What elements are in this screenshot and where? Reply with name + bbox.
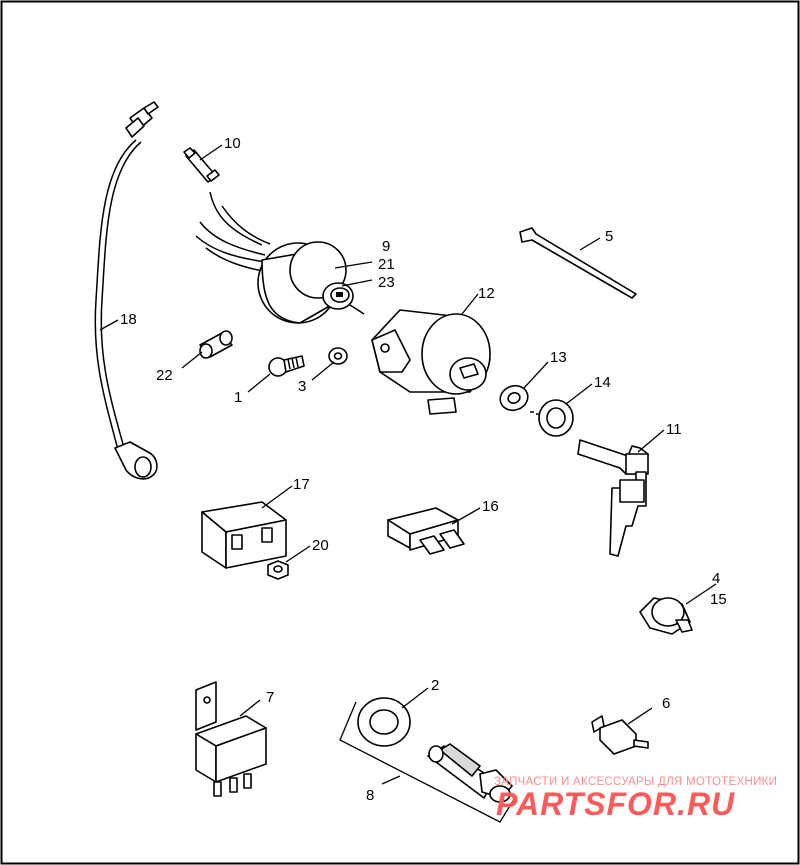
callout-3: 3 xyxy=(298,378,306,395)
callout-6: 6 xyxy=(662,695,670,712)
callout-15: 15 xyxy=(710,591,727,608)
callout-16: 16 xyxy=(482,498,499,515)
callout-5: 5 xyxy=(605,228,613,245)
part-14-retaining-ring xyxy=(530,399,574,437)
part-7-relay xyxy=(195,681,267,797)
part-3-washer xyxy=(328,347,348,365)
callout-12: 12 xyxy=(478,285,495,302)
callout-21: 21 xyxy=(378,256,395,273)
part-17-module xyxy=(201,501,287,569)
callout-23: 23 xyxy=(378,274,395,291)
callout-labels: 1 2 3 4 5 6 7 8 9 10 11 12 13 14 15 16 1… xyxy=(120,135,727,804)
callout-7: 7 xyxy=(266,689,274,706)
leader-lines xyxy=(99,144,717,823)
callout-22: 22 xyxy=(156,367,173,384)
part-2-sealing-washer xyxy=(357,697,411,747)
watermark-caption: ЗАПЧАСТИ И АКСЕССУАРЫ ДЛЯ МОТОТЕХНИКИ xyxy=(494,776,777,788)
part-11-keys xyxy=(577,439,649,557)
callout-11: 11 xyxy=(666,421,682,438)
callout-9: 9 xyxy=(382,238,390,255)
part-18-spark-plug-wire xyxy=(94,101,159,480)
callout-17: 17 xyxy=(293,476,310,493)
callout-18: 18 xyxy=(120,311,137,328)
callout-13: 13 xyxy=(550,349,567,366)
part-4-pressure-switch xyxy=(639,597,693,635)
part-22-bushing xyxy=(199,330,233,359)
part-8-sender-unit xyxy=(427,743,513,803)
callout-10: 10 xyxy=(224,135,241,152)
callout-14: 14 xyxy=(594,374,611,391)
part-1-screw xyxy=(268,355,305,377)
part-20-nut xyxy=(267,560,289,580)
part-6-stud-sensor xyxy=(591,715,649,755)
part-5-cable-tie xyxy=(519,227,637,299)
callout-20: 20 xyxy=(312,537,329,554)
part-16-fuse-holder xyxy=(387,507,465,555)
watermark: ЗАПЧАСТИ И АКСЕССУАРЫ ДЛЯ МОТОТЕХНИКИ PA… xyxy=(494,776,777,822)
part-12-switch-housing xyxy=(371,309,491,415)
callout-8: 8 xyxy=(366,787,374,804)
part-10-fuse xyxy=(183,147,220,183)
callout-1: 1 xyxy=(234,389,242,406)
part-13-washer xyxy=(499,384,529,412)
callout-2: 2 xyxy=(431,677,439,694)
callout-4: 4 xyxy=(712,570,720,587)
part-9-ignition-switch xyxy=(195,191,365,324)
watermark-logo: PARTSFOR.RU xyxy=(496,786,735,822)
